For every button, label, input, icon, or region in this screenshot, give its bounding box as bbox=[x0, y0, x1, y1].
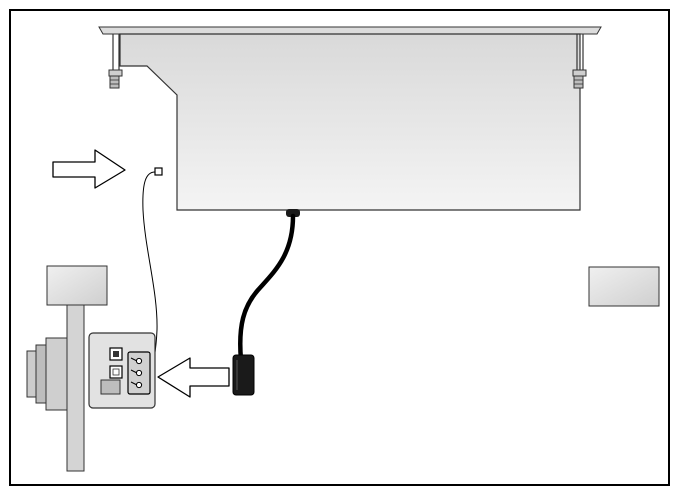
left-arrow-icon bbox=[157, 357, 230, 398]
mount-bracket bbox=[100, 379, 121, 395]
plug-icon bbox=[232, 354, 255, 396]
right-arrow-icon bbox=[52, 149, 126, 189]
cable-outlet bbox=[286, 209, 300, 217]
power-cable bbox=[238, 213, 296, 363]
valve-flange bbox=[35, 344, 47, 404]
left-mounting-clip bbox=[108, 34, 123, 89]
control-unit-assembly bbox=[26, 265, 156, 472]
wall-box-left bbox=[46, 265, 108, 306]
socket-upper-inner bbox=[113, 351, 119, 357]
valve-body bbox=[45, 337, 68, 411]
socket-lower-inner bbox=[112, 368, 120, 376]
appliance-top-rim bbox=[98, 26, 602, 35]
terminal-wires bbox=[130, 357, 138, 386]
wall-box-right bbox=[588, 266, 660, 307]
appliance-body bbox=[119, 33, 581, 211]
right-mounting-clip bbox=[572, 34, 587, 89]
valve-cap bbox=[26, 350, 37, 398]
appliance-unit bbox=[98, 26, 602, 217]
sensor-icon bbox=[154, 167, 163, 176]
terminal-screws bbox=[135, 357, 143, 389]
vertical-pipe bbox=[66, 304, 85, 472]
